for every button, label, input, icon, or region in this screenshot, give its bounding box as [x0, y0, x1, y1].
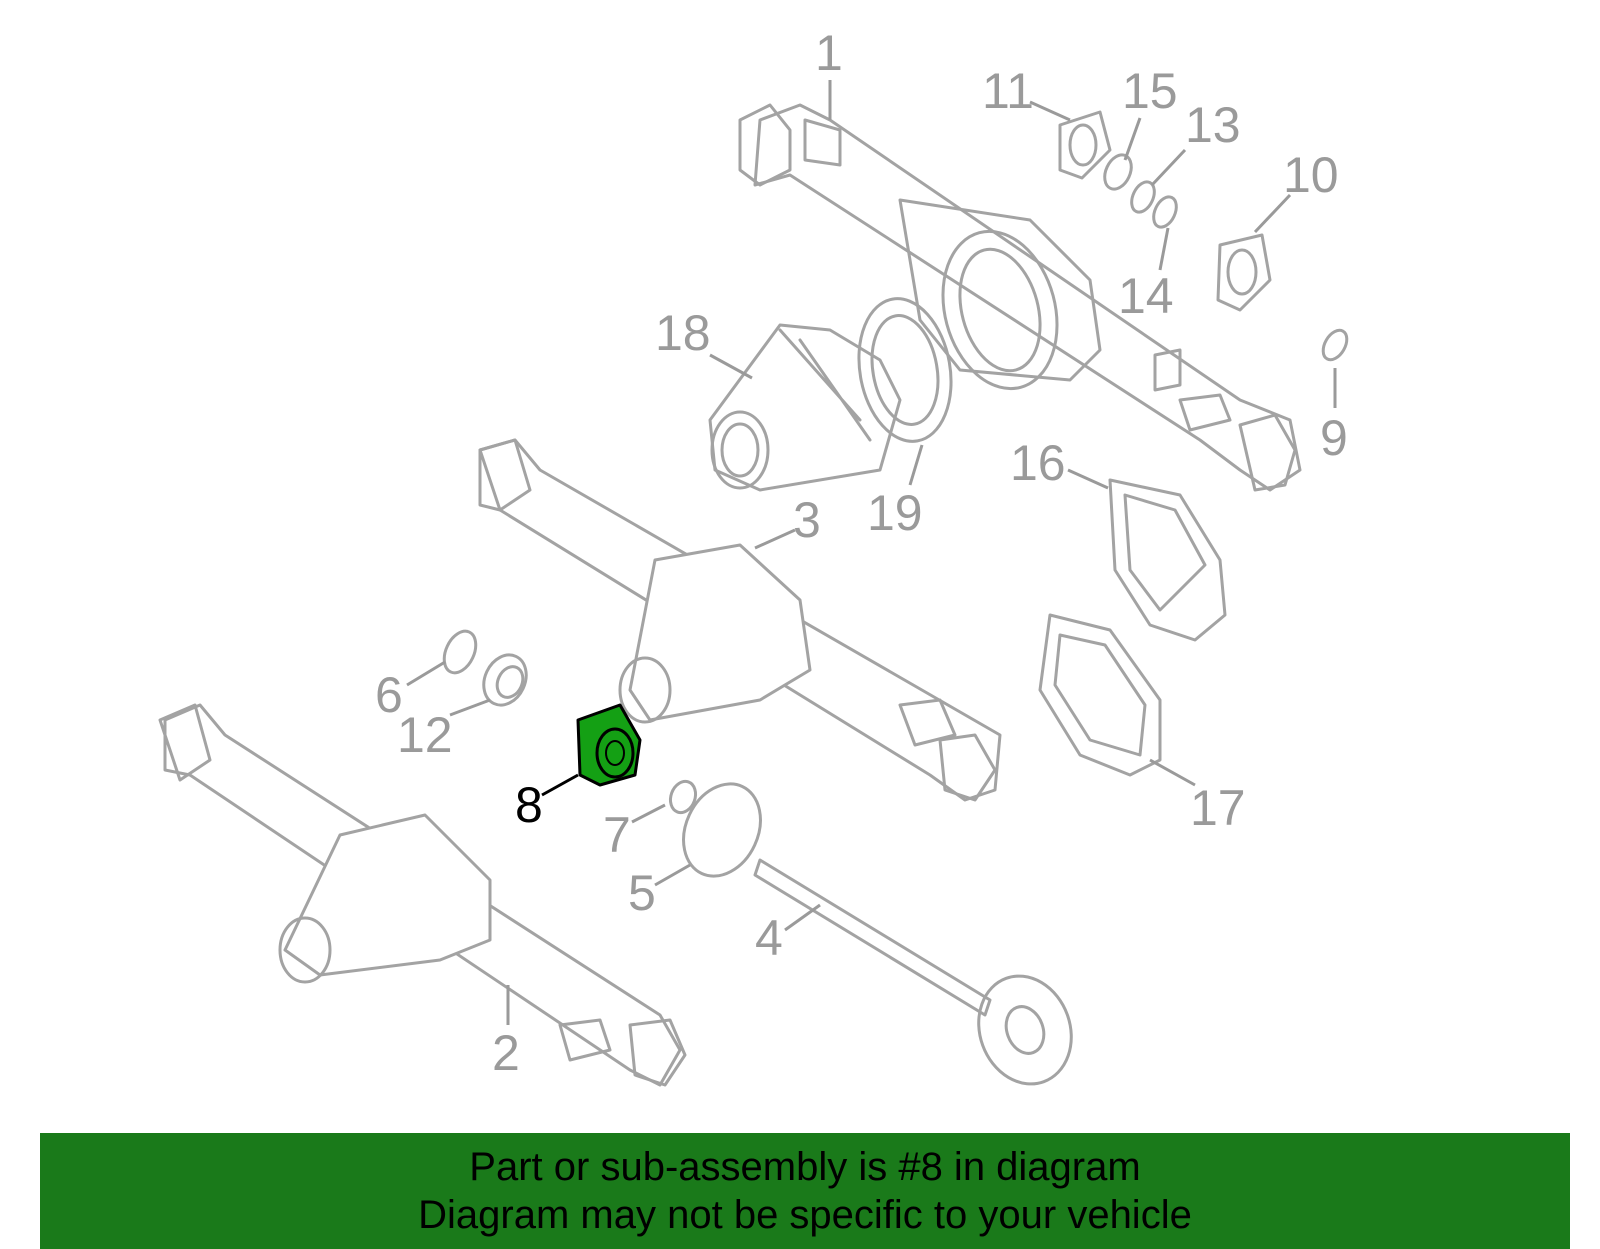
part-8-highlighted[interactable] — [576, 703, 642, 787]
part-19-inner — [870, 314, 940, 426]
leader-lines — [406, 80, 1337, 1025]
callout-5: 5 — [628, 865, 656, 921]
part-2-axle-housing[interactable] — [158, 703, 687, 1087]
part-1-axle-housing[interactable] — [738, 103, 1302, 492]
part-19-gasket[interactable] — [848, 291, 962, 448]
part-10-gasket[interactable] — [1216, 233, 1272, 312]
callout-7: 7 — [603, 807, 631, 863]
callout-3: 3 — [793, 492, 821, 548]
banner-line-2: Diagram may not be specific to your vehi… — [418, 1193, 1192, 1237]
part-11-gasket[interactable] — [1058, 110, 1112, 180]
callout-19: 19 — [867, 485, 923, 541]
part-12-bearing[interactable] — [476, 648, 534, 712]
callout-1: 1 — [815, 25, 843, 81]
part-16-inner — [1123, 493, 1207, 612]
part-11-hole — [1068, 123, 1098, 167]
part-17-gasket[interactable] — [1038, 613, 1162, 777]
part-3-axle-housing[interactable] — [478, 438, 1002, 802]
callout-6: 6 — [375, 667, 403, 723]
part-5-o-ring[interactable] — [669, 771, 775, 888]
callout-10: 10 — [1283, 147, 1339, 203]
part-14-ring[interactable] — [1149, 193, 1181, 230]
callout-2: 2 — [492, 1025, 520, 1081]
callout-17: 17 — [1190, 780, 1246, 836]
callout-4: 4 — [755, 910, 783, 966]
part-18-carrier[interactable] — [708, 323, 902, 492]
part-4-axle-shaft[interactable] — [753, 858, 1086, 1097]
callout-15: 15 — [1122, 63, 1178, 119]
part-17-inner — [1053, 633, 1147, 757]
callout-14: 14 — [1118, 268, 1174, 324]
callout-11: 11 — [982, 63, 1034, 119]
callout-18: 18 — [655, 305, 711, 361]
part-7-seal[interactable] — [666, 778, 699, 816]
banner-line-1: Part or sub-assembly is #8 in diagram — [469, 1145, 1141, 1189]
part-10-hole — [1226, 248, 1258, 296]
callout-12: 12 — [397, 707, 453, 763]
callout-16: 16 — [1010, 435, 1066, 491]
part-6-seal[interactable] — [438, 626, 482, 678]
part-12-inner — [495, 665, 525, 699]
callout-9: 9 — [1320, 410, 1348, 466]
callout-8: 8 — [515, 777, 543, 833]
part-13-ring[interactable] — [1127, 178, 1159, 215]
info-banner: Part or sub-assembly is #8 in diagram Di… — [40, 1133, 1570, 1249]
callout-13: 13 — [1185, 97, 1241, 153]
parts-diagram: 1 2 3 4 5 6 7 8 9 10 11 12 13 14 15 16 1… — [158, 25, 1351, 1097]
part-16-cover[interactable] — [1108, 478, 1227, 642]
part-9-ring[interactable] — [1318, 326, 1351, 364]
